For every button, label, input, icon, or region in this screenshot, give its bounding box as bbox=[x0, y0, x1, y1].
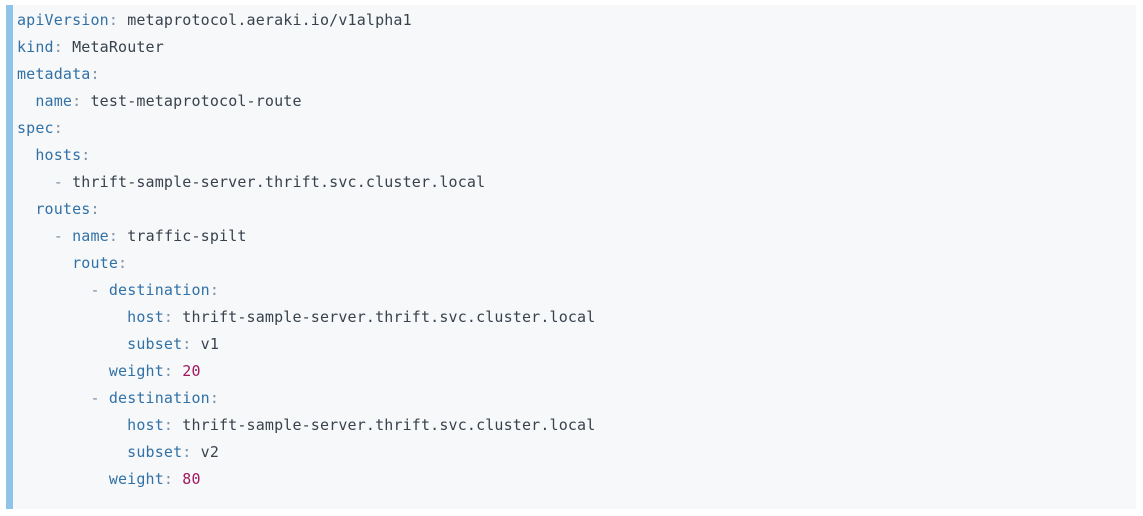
code-token-punctuation: - bbox=[90, 281, 100, 299]
code-token-punctuation: - bbox=[90, 389, 100, 407]
code-token-punctuation: : bbox=[163, 362, 174, 380]
code-token-value: thrift-sample-server.thrift.svc.cluster.… bbox=[72, 173, 486, 191]
code-token-whitespace bbox=[17, 173, 54, 191]
code-token-whitespace bbox=[17, 362, 109, 380]
code-line: host: thrift-sample-server.thrift.svc.cl… bbox=[17, 304, 1128, 331]
code-line: apiVersion: metaprotocol.aeraki.io/v1alp… bbox=[17, 7, 1128, 34]
yaml-code-block: apiVersion: metaprotocol.aeraki.io/v1alp… bbox=[6, 5, 1136, 509]
code-token-whitespace bbox=[100, 389, 109, 407]
code-token-punctuation: : bbox=[163, 416, 174, 434]
code-token-value: v1 bbox=[200, 335, 220, 353]
code-line: hosts: bbox=[17, 142, 1128, 169]
code-token-key: route bbox=[72, 254, 118, 272]
code-token-whitespace bbox=[17, 389, 90, 407]
code-token-key: weight bbox=[108, 470, 164, 488]
code-token-whitespace bbox=[100, 281, 109, 299]
code-token-key: subset bbox=[127, 335, 183, 353]
code-token-punctuation: - bbox=[53, 227, 63, 245]
code-token-whitespace bbox=[17, 308, 127, 326]
code-token-key: spec bbox=[17, 119, 54, 137]
code-token-punctuation: : bbox=[90, 200, 100, 218]
code-token-key: metadata bbox=[17, 65, 91, 83]
code-token-key: apiVersion bbox=[17, 11, 109, 29]
code-token-punctuation: : bbox=[182, 335, 192, 353]
code-line: name: test-metaprotocol-route bbox=[17, 88, 1128, 115]
code-token-key: name bbox=[72, 227, 109, 245]
code-token-value: traffic-spilt bbox=[127, 227, 247, 245]
code-token-whitespace bbox=[17, 335, 127, 353]
code-token-punctuation: : bbox=[209, 389, 220, 407]
code-line: - thrift-sample-server.thrift.svc.cluste… bbox=[17, 169, 1128, 196]
code-token-key: hosts bbox=[35, 146, 82, 164]
code-token-whitespace bbox=[173, 308, 182, 326]
code-token-punctuation: : bbox=[163, 308, 174, 326]
code-line: - name: traffic-spilt bbox=[17, 223, 1128, 250]
code-token-key: destination bbox=[108, 389, 210, 407]
code-token-whitespace bbox=[17, 443, 127, 461]
code-line: weight: 80 bbox=[17, 466, 1128, 493]
code-token-whitespace bbox=[118, 11, 127, 29]
code-line: - destination: bbox=[17, 385, 1128, 412]
code-token-key: weight bbox=[108, 362, 164, 380]
code-token-punctuation: : bbox=[182, 443, 192, 461]
code-token-punctuation: : bbox=[118, 254, 128, 272]
code-line: weight: 20 bbox=[17, 358, 1128, 385]
code-token-key: host bbox=[127, 308, 164, 326]
code-token-value: test-metaprotocol-route bbox=[90, 92, 302, 110]
code-token-whitespace bbox=[173, 362, 182, 380]
code-token-whitespace bbox=[118, 227, 127, 245]
code-line: routes: bbox=[17, 196, 1128, 223]
code-token-whitespace bbox=[191, 335, 200, 353]
code-token-value: thrift-sample-server.thrift.svc.cluster.… bbox=[182, 416, 596, 434]
code-token-whitespace bbox=[17, 200, 35, 218]
code-token-key: destination bbox=[108, 281, 210, 299]
code-token-whitespace bbox=[17, 227, 54, 245]
code-token-punctuation: : bbox=[90, 65, 100, 83]
code-token-punctuation: : bbox=[53, 119, 63, 137]
code-token-whitespace bbox=[17, 281, 90, 299]
code-token-value: thrift-sample-server.thrift.svc.cluster.… bbox=[182, 308, 596, 326]
code-token-whitespace bbox=[173, 470, 182, 488]
code-line: kind: MetaRouter bbox=[17, 34, 1128, 61]
code-token-punctuation: : bbox=[72, 92, 82, 110]
code-token-value: v2 bbox=[200, 443, 220, 461]
code-token-punctuation: : bbox=[209, 281, 220, 299]
code-token-key: kind bbox=[17, 38, 54, 56]
code-token-whitespace bbox=[17, 416, 127, 434]
code-line: host: thrift-sample-server.thrift.svc.cl… bbox=[17, 412, 1128, 439]
code-token-value: metaprotocol.aeraki.io/v1alpha1 bbox=[127, 11, 412, 29]
code-token-whitespace bbox=[63, 38, 72, 56]
code-token-punctuation: : bbox=[108, 11, 118, 29]
code-token-value: MetaRouter bbox=[72, 38, 164, 56]
code-content: apiVersion: metaprotocol.aeraki.io/v1alp… bbox=[13, 5, 1136, 493]
code-line: - destination: bbox=[17, 277, 1128, 304]
code-token-punctuation: - bbox=[53, 173, 63, 191]
code-token-number: 80 bbox=[182, 470, 201, 488]
code-token-whitespace bbox=[17, 92, 35, 110]
code-line: spec: bbox=[17, 115, 1128, 142]
code-token-whitespace bbox=[17, 254, 72, 272]
code-token-whitespace bbox=[191, 443, 200, 461]
code-token-whitespace bbox=[17, 146, 35, 164]
code-token-key: subset bbox=[127, 443, 183, 461]
code-token-whitespace bbox=[17, 470, 109, 488]
code-token-key: routes bbox=[35, 200, 91, 218]
code-token-number: 20 bbox=[182, 362, 201, 380]
code-token-punctuation: : bbox=[81, 146, 91, 164]
code-token-whitespace bbox=[63, 227, 72, 245]
code-line: subset: v1 bbox=[17, 331, 1128, 358]
code-line: route: bbox=[17, 250, 1128, 277]
code-token-punctuation: : bbox=[108, 227, 119, 245]
code-token-punctuation: : bbox=[163, 470, 174, 488]
code-token-punctuation: : bbox=[53, 38, 63, 56]
code-token-whitespace bbox=[173, 416, 182, 434]
code-line: metadata: bbox=[17, 61, 1128, 88]
code-token-key: host bbox=[127, 416, 164, 434]
code-line: subset: v2 bbox=[17, 439, 1128, 466]
code-token-whitespace bbox=[63, 173, 72, 191]
code-token-key: name bbox=[35, 92, 73, 110]
